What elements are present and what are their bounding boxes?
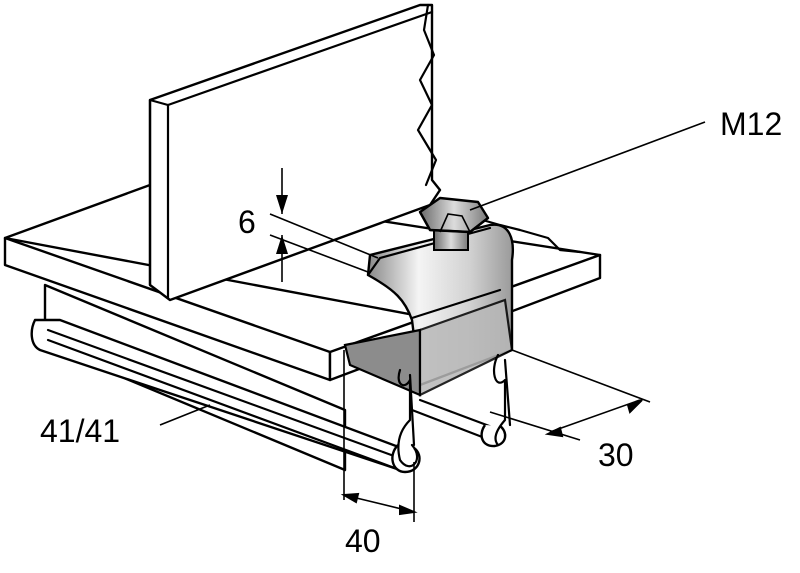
dim-clamp-width: 30 — [489, 349, 651, 473]
dim-m12: M12 — [469, 106, 782, 211]
label-m12: M12 — [720, 106, 782, 142]
label-clamp-width: 30 — [598, 437, 634, 473]
beam-clamp — [343, 223, 514, 468]
bolt-m12 — [418, 196, 490, 251]
dim-flange-thickness: 6 — [238, 168, 379, 282]
label-clamp-depth: 40 — [345, 523, 381, 559]
label-channel: 41/41 — [40, 413, 120, 449]
dim-channel: 41/41 — [40, 404, 211, 449]
label-flange-thickness: 6 — [238, 204, 256, 240]
beam-web — [148, 3, 582, 302]
strut-channel — [30, 283, 507, 474]
dim-clamp-depth: 40 — [340, 350, 418, 559]
